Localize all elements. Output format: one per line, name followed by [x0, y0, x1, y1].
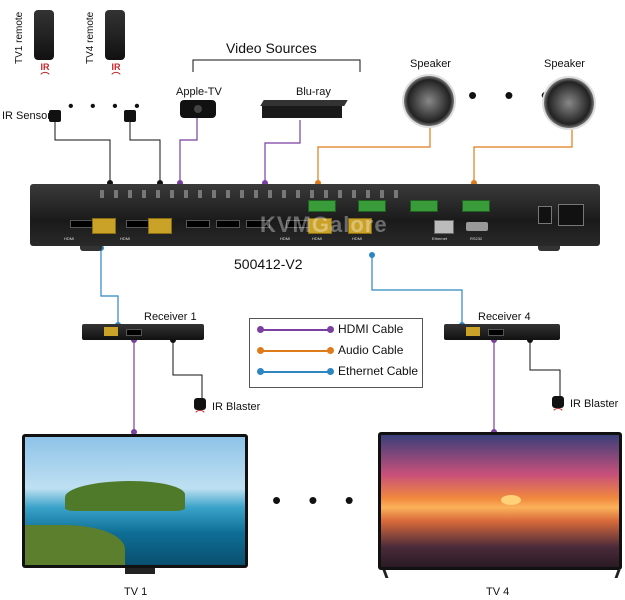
- tv4-remote-icon: [105, 10, 125, 60]
- ir-blaster-1-label: IR Blaster: [212, 401, 261, 413]
- video-sources-bracket: [192, 59, 361, 72]
- receiver-4-device: [444, 324, 560, 340]
- panel-label-ethernet: Ethernet: [432, 236, 448, 241]
- ir-audio-jacks: [100, 190, 400, 198]
- tv1-remote-ir-icon: IR⌒: [40, 62, 50, 82]
- tv1-stand: [125, 568, 155, 574]
- hdmi-port: [126, 220, 150, 228]
- cable-legend: HDMI Cable Audio Cable Ethernet Cable: [249, 318, 423, 388]
- output-rj45-4: [348, 218, 372, 234]
- tv4-stand-right: [594, 570, 621, 578]
- tv1-remote-ir-tag: IR: [40, 62, 50, 72]
- audio-line-right: [473, 115, 573, 183]
- output-rj45-3: [308, 218, 332, 234]
- ir-sensor-1-icon: [49, 110, 61, 122]
- ir-sensor-4-icon: [124, 110, 136, 122]
- hdmi-port: [246, 220, 270, 228]
- ethernet-line-1: [100, 248, 119, 325]
- hdmi-port: [186, 220, 210, 228]
- receiver-1-label: Receiver 1: [144, 311, 197, 323]
- watermark: KVMGalore: [260, 212, 388, 237]
- speaker-left-icon: [404, 76, 454, 126]
- audio-terminal-2: [358, 200, 386, 212]
- speaker-right-label: Speaker: [544, 58, 585, 70]
- tv4-remote-label: TV4 remote: [85, 11, 96, 64]
- receiver-1-device: [82, 324, 204, 340]
- speaker-right-icon: [544, 78, 594, 128]
- tv4-screen: [378, 432, 622, 570]
- panel-label-hdmi-3: HDMI: [280, 236, 291, 241]
- legend-hdmi-dot: [257, 326, 264, 333]
- speaker-ellipsis: • • •: [468, 80, 560, 110]
- legend-audio-dot: [257, 347, 264, 354]
- legend-ethernet-dot: [257, 368, 264, 375]
- audio-terminal-3: [410, 200, 438, 212]
- legend-hdmi-line: [260, 329, 330, 331]
- ir-sensor-line-1: [54, 122, 111, 183]
- audio-terminal-1: [308, 200, 336, 212]
- unit-foot-left: [80, 246, 102, 251]
- tv4-label: TV 4: [486, 586, 510, 598]
- tv1-remote-label: TV1 remote: [14, 11, 25, 64]
- ir-blaster-line-4: [529, 340, 561, 396]
- tv4-remote-ir-tag: IR: [111, 62, 121, 72]
- legend-ethernet-line: [260, 371, 330, 373]
- power-switch: [538, 206, 552, 224]
- model-label: 500412-V2: [234, 256, 303, 272]
- hdmi-line-bluray: [264, 120, 301, 183]
- tv1-screen: [22, 434, 248, 568]
- bluray-icon: [260, 100, 348, 120]
- unit-foot-right: [538, 246, 560, 251]
- panel-label-hdmi-2: HDMI: [120, 236, 131, 241]
- bluray-label: Blu-ray: [296, 86, 331, 98]
- legend-audio-line: [260, 350, 330, 352]
- apple-tv-label: Apple-TV: [176, 86, 222, 98]
- hdmi-line-appletv: [179, 118, 198, 183]
- legend-hdmi-label: HDMI Cable: [338, 322, 404, 336]
- tv1-label: TV 1: [124, 586, 148, 598]
- audio-line-left: [317, 112, 431, 183]
- legend-audio-label: Audio Cable: [338, 343, 404, 357]
- ir-blaster-1-icon: ⌒: [190, 398, 210, 426]
- panel-label-hdmi-4: HDMI: [312, 236, 323, 241]
- speaker-left-label: Speaker: [410, 58, 451, 70]
- ethernet-port: [434, 220, 454, 234]
- tv4-stand-left: [382, 570, 409, 578]
- panel-label-hdmi-5: HDMI: [352, 236, 363, 241]
- rs232-port: [466, 222, 488, 231]
- hdmi-port: [216, 220, 240, 228]
- legend-audio-dot: [327, 347, 334, 354]
- ir-sensor-line-2: [129, 122, 161, 183]
- power-inlet: [558, 204, 584, 226]
- legend-ethernet-dot: [327, 368, 334, 375]
- tv-ellipsis: • • •: [272, 485, 364, 515]
- legend-ethernet-label: Ethernet Cable: [338, 364, 419, 378]
- receiver-4-label: Receiver 4: [478, 311, 531, 323]
- ir-sensor-ellipsis: • • • •: [68, 98, 146, 115]
- ir-blaster-4-label: IR Blaster: [570, 398, 619, 410]
- matrix-unit: HDMI HDMI HDMI HDMI HDMI Ethernet RS232 …: [30, 184, 600, 246]
- ir-blaster-4-icon: ⌒: [548, 396, 568, 424]
- ir-sensor-label: IR Sensor: [2, 110, 51, 122]
- video-sources-label: Video Sources: [226, 40, 317, 56]
- ir-blaster-line-1: [172, 340, 203, 398]
- panel-label-rs232: RS232: [470, 236, 483, 241]
- apple-tv-icon: [180, 100, 216, 118]
- output-rj45-2: [148, 218, 172, 234]
- audio-terminal-4: [462, 200, 490, 212]
- ethernet-line-4: [371, 255, 463, 325]
- hdmi-port: [70, 220, 94, 228]
- tv4-remote-ir-icon: IR⌒: [111, 62, 121, 82]
- tv1-remote-icon: [34, 10, 54, 60]
- output-rj45-1: [92, 218, 116, 234]
- panel-label-hdmi-1: HDMI: [64, 236, 75, 241]
- legend-hdmi-dot: [327, 326, 334, 333]
